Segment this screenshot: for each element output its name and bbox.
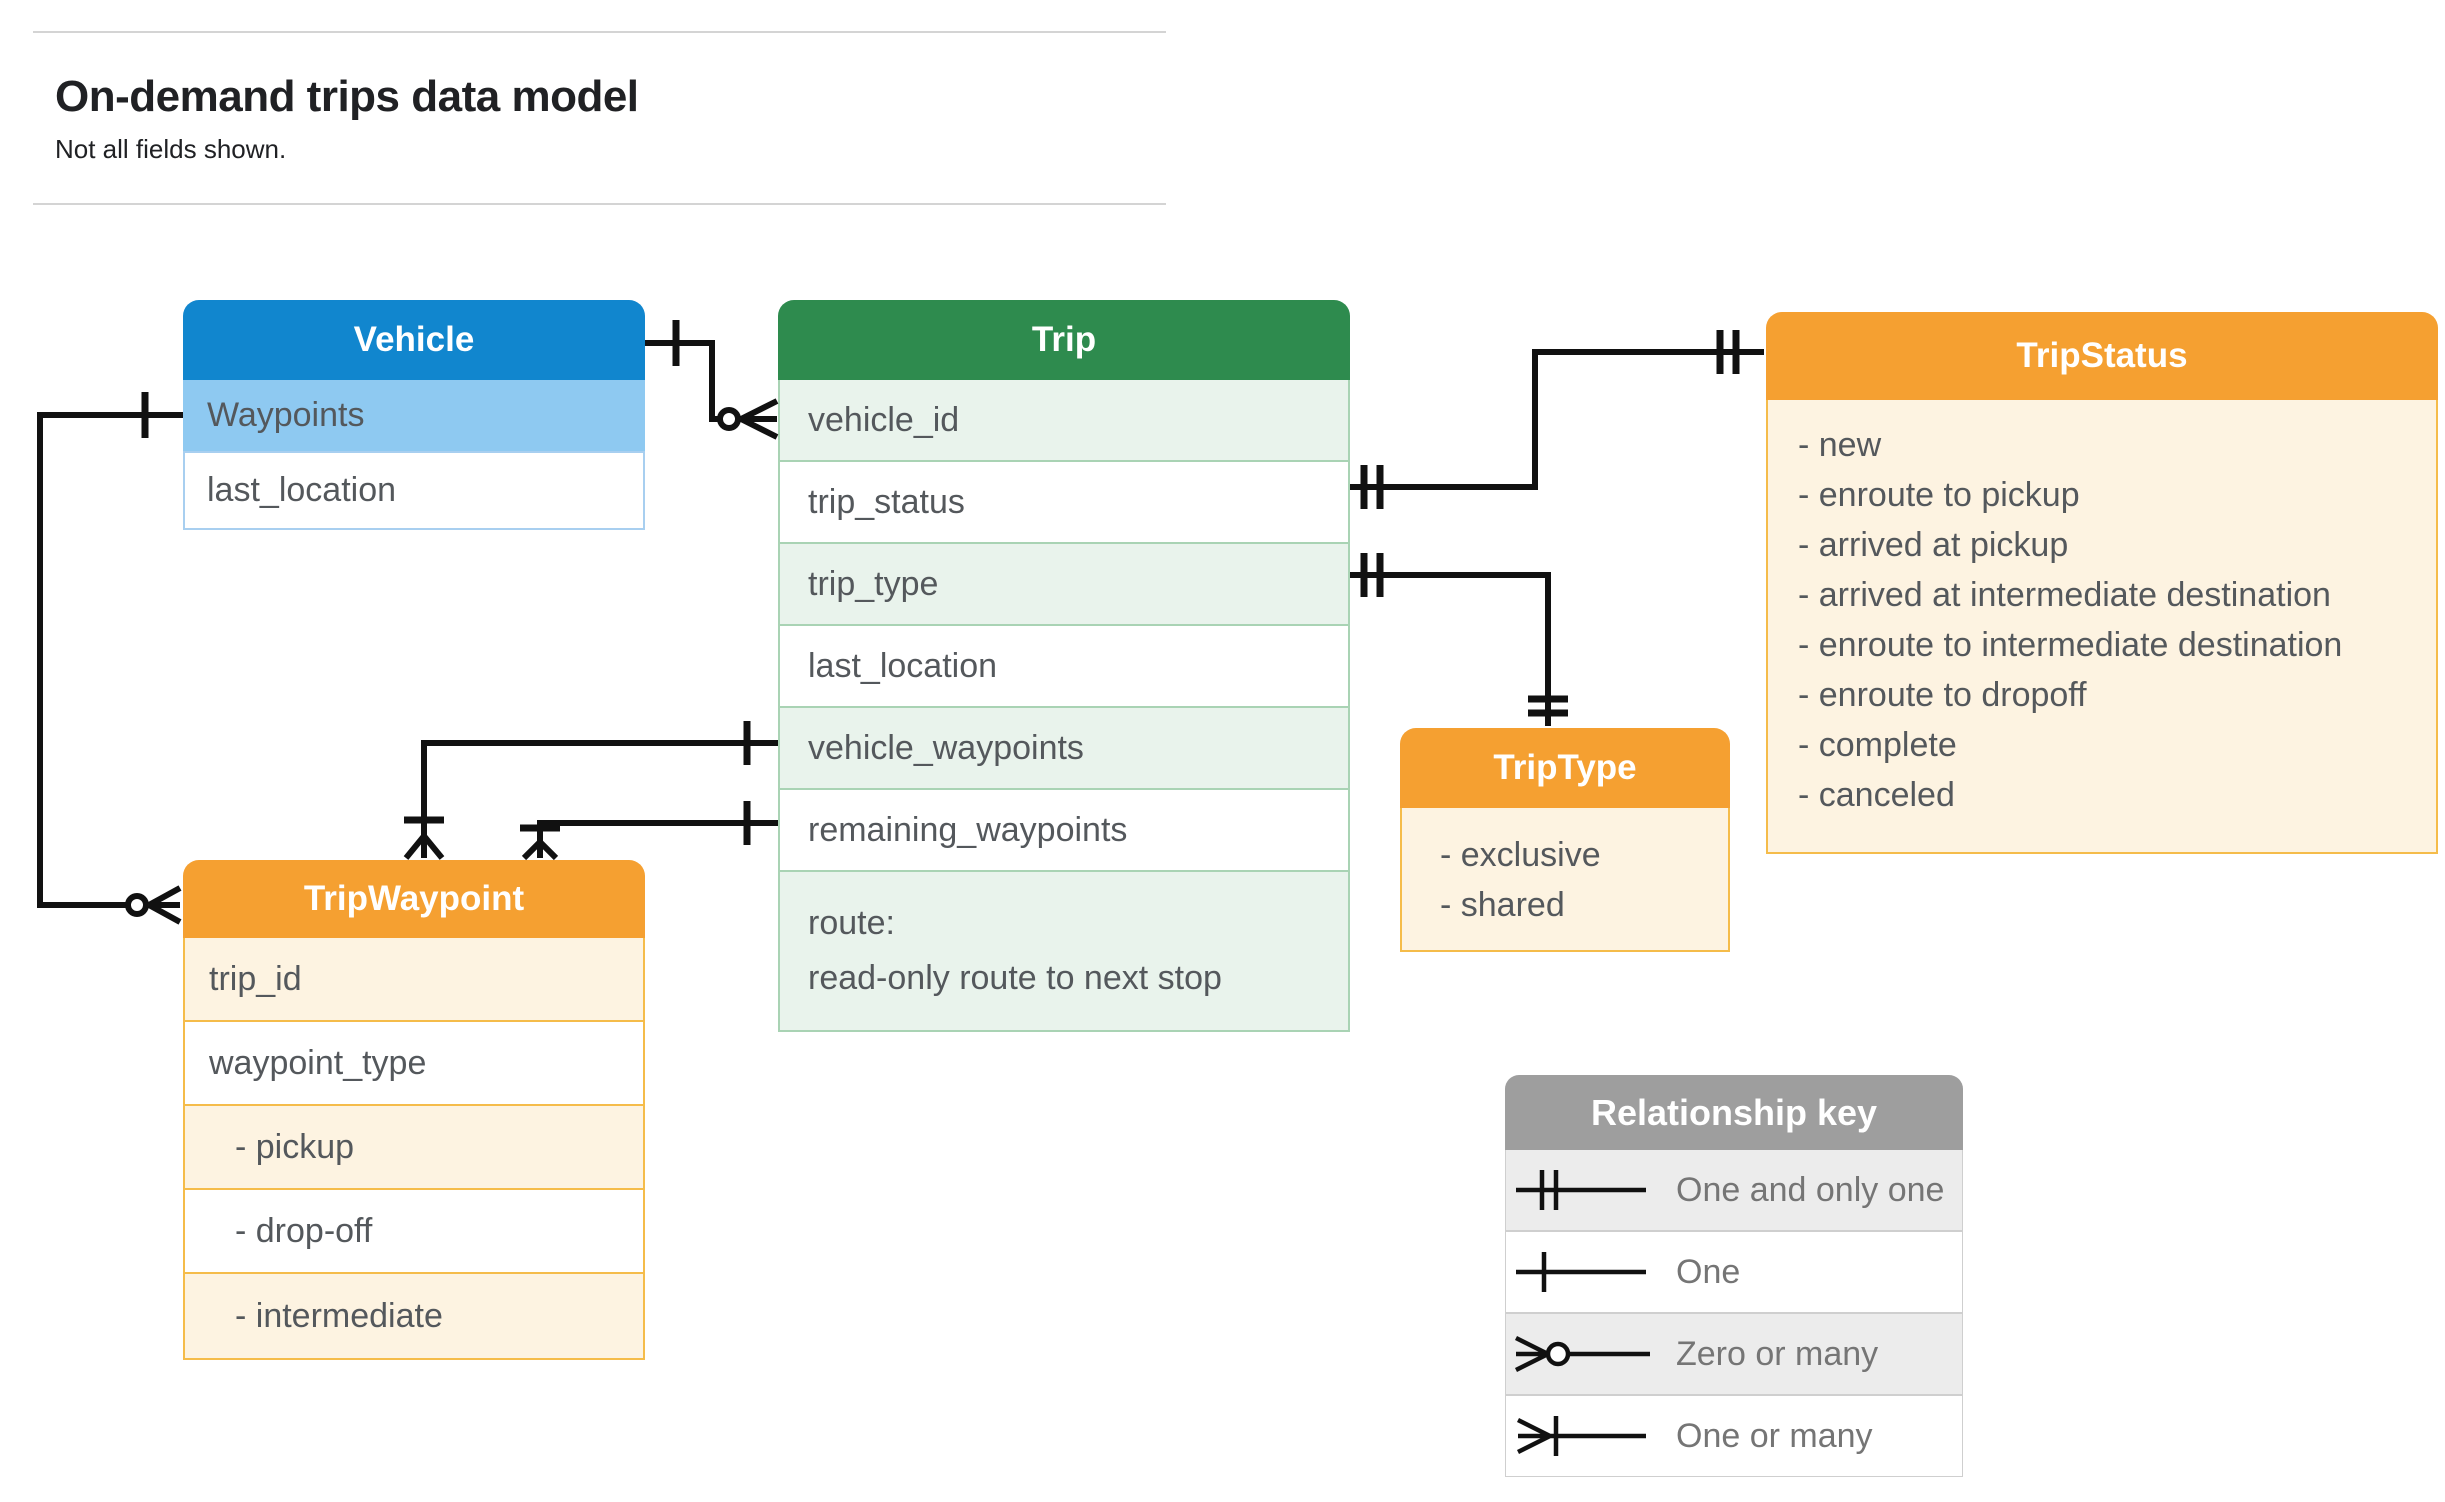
entity-tripstatus: TripStatus - new - enroute to pickup - a… — [1766, 312, 2438, 854]
one-icon — [1516, 1252, 1646, 1292]
triptype-item: - shared — [1440, 886, 1565, 924]
heading-divider — [33, 203, 1166, 205]
trip-row-trip-status: trip_status — [780, 462, 1348, 544]
legend-row-one-and-only-one: One and only one — [1506, 1150, 1962, 1232]
connector-trip-tripstatus — [1350, 330, 1764, 509]
vehicle-row-last-location: last_location — [183, 451, 645, 530]
entity-triptype: TripType - exclusive - shared — [1400, 728, 1730, 952]
connector-remaining-waypoints-tripwaypoint — [520, 801, 778, 861]
legend-label: One or many — [1676, 1416, 1873, 1455]
entity-triptype-title: TripType — [1400, 728, 1730, 808]
entity-vehicle-title: Vehicle — [183, 300, 645, 380]
legend-row-one: One — [1506, 1232, 1962, 1314]
tripwaypoint-row-trip-id: trip_id — [185, 938, 643, 1022]
one-or-many-icon — [1516, 1416, 1646, 1456]
legend-row-one-or-many: One or many — [1506, 1396, 1962, 1476]
tripwaypoint-row-pickup: - pickup — [185, 1106, 643, 1190]
trip-route-desc: read-only route to next stop — [808, 959, 1222, 997]
trip-row-vehicle-waypoints: vehicle_waypoints — [780, 708, 1348, 790]
legend-label: One and only one — [1676, 1170, 1945, 1209]
trip-row-trip-type: trip_type — [780, 544, 1348, 626]
tripwaypoint-row-intermediate: - intermediate — [185, 1274, 643, 1358]
entity-trip-title: Trip — [778, 300, 1350, 380]
entity-vehicle: Vehicle Waypoints last_location — [183, 300, 645, 530]
zero-or-many-icon — [1514, 1335, 1650, 1373]
tripstatus-item: - complete — [1798, 726, 1957, 764]
page-subtitle: Not all fields shown. — [55, 134, 287, 164]
tripstatus-item: - arrived at intermediate destination — [1798, 576, 2331, 614]
entity-tripwaypoint: TripWaypoint trip_id waypoint_type - pic… — [183, 860, 645, 1360]
page-title: On-demand trips data model — [55, 72, 639, 121]
relationship-key-title: Relationship key — [1505, 1075, 1963, 1150]
trip-row-route: route: read-only route to next stop — [780, 872, 1348, 1030]
connector-trip-triptype — [1350, 553, 1568, 726]
legend-label: One — [1676, 1252, 1741, 1291]
tripstatus-item: - canceled — [1798, 776, 1955, 814]
trip-row-remaining-waypoints: remaining_waypoints — [780, 790, 1348, 872]
trip-row-last-location: last_location — [780, 626, 1348, 708]
entity-tripstatus-title: TripStatus — [1766, 312, 2438, 400]
one-and-only-one-icon — [1516, 1170, 1646, 1210]
tripstatus-item: - enroute to pickup — [1798, 476, 2080, 514]
legend-label: Zero or many — [1676, 1334, 1879, 1373]
legend-row-zero-or-many: Zero or many — [1506, 1314, 1962, 1396]
trip-route-label: route: — [808, 904, 895, 942]
connector-vehicle-trip — [645, 320, 779, 440]
trip-row-vehicle-id: vehicle_id — [780, 380, 1348, 462]
entity-trip: Trip vehicle_id trip_status trip_type la… — [778, 300, 1350, 1032]
relationship-key: Relationship key One and only one One Ze… — [1505, 1075, 1963, 1477]
triptype-item: - exclusive — [1440, 836, 1601, 874]
connector-vehicle-waypoints-tripwaypoint — [403, 721, 778, 860]
connector-vehicle-tripwaypoint — [37, 392, 183, 925]
entity-tripwaypoint-title: TripWaypoint — [183, 860, 645, 938]
tripstatus-item: - enroute to intermediate destination — [1798, 626, 2343, 664]
tripwaypoint-row-drop-off: - drop-off — [185, 1190, 643, 1274]
tripstatus-item: - new — [1798, 426, 1882, 464]
top-divider — [33, 31, 1166, 33]
tripwaypoint-row-waypoint-type: waypoint_type — [185, 1022, 643, 1106]
tripstatus-item: - enroute to dropoff — [1798, 676, 2087, 714]
tripstatus-item: - arrived at pickup — [1798, 526, 2069, 564]
vehicle-row-waypoints: Waypoints — [183, 380, 645, 451]
